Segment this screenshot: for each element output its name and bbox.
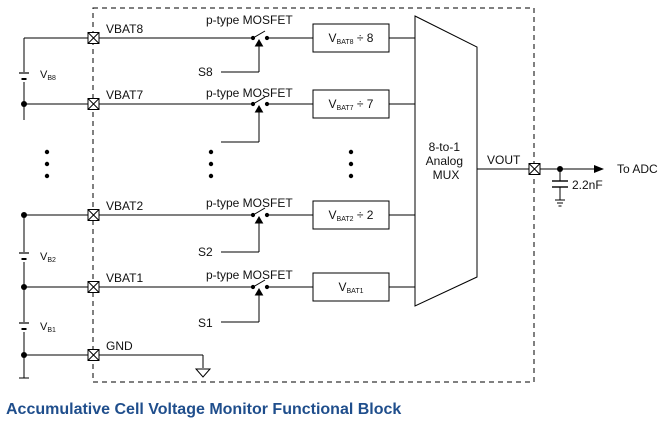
output-junction (557, 166, 563, 172)
diagram-caption: Accumulative Cell Voltage Monitor Functi… (6, 401, 402, 418)
divider-vbat2-label: VBAT2 ÷ 2 (329, 208, 374, 223)
switch-vbat2-symbol (250, 207, 270, 224)
ellipsis-dividers (348, 149, 354, 179)
switch-vbat7-symbol (250, 96, 270, 113)
divider-boxes (312, 23, 390, 302)
divider-vbat7-label: VBAT7 ÷ 7 (329, 97, 374, 112)
capacitor-label: 2.2nF (572, 178, 603, 192)
ellipsis-stack (44, 149, 50, 179)
divider-vbat1-label: VBAT1 (338, 280, 363, 295)
switch-vbat8-symbol (250, 30, 270, 47)
pin-gnd-label: GND (106, 339, 133, 353)
pin-vbat2-label: VBAT2 (106, 199, 143, 213)
switch-vbat8-label: p-type MOSFET (206, 13, 293, 27)
pin-vbat7-label: VBAT7 (106, 88, 143, 102)
select-s8-label: S8 (198, 65, 213, 79)
ellipsis-switches (208, 149, 214, 179)
cell-b1-symbol (19, 322, 29, 330)
select-s2-label: S2 (198, 245, 213, 259)
pin-vbat2-box (87, 209, 100, 221)
pin-vbat1-box (87, 281, 100, 293)
select-s1-label: S1 (198, 316, 213, 330)
pin-vbat8-label: VBAT8 (106, 22, 143, 36)
capacitor-symbol (552, 180, 568, 188)
switch-vbat1-label: p-type MOSFET (206, 268, 293, 282)
pin-vbat1-label: VBAT1 (106, 271, 143, 285)
pin-gnd-box (87, 349, 100, 361)
switch-vbat2-label: p-type MOSFET (206, 196, 293, 210)
mux-label: 8-to-1 Analog MUX (426, 140, 467, 182)
cell-b1-label: VB1 (40, 321, 56, 334)
pin-vbat8-box (87, 32, 100, 44)
switch-vbat7-label: p-type MOSFET (206, 86, 293, 100)
cell-b8-symbol (19, 72, 29, 80)
cell-b2-symbol (19, 252, 29, 260)
divider-vbat8-label: VBAT8 ÷ 8 (329, 31, 374, 46)
cell-b8-label: VB8 (40, 69, 56, 82)
pin-vout-box (528, 163, 541, 175)
channel-wires (24, 37, 415, 368)
ic-boundary (92, 7, 535, 383)
pin-vbat7-box (87, 98, 100, 110)
switch-vbat1-symbol (250, 279, 270, 296)
vout-label: VOUT (487, 153, 521, 167)
ground-icon (194, 368, 212, 378)
analog-mux (414, 15, 478, 307)
destination-label: To ADC (617, 162, 658, 176)
cell-b2-label: VB2 (40, 251, 56, 264)
